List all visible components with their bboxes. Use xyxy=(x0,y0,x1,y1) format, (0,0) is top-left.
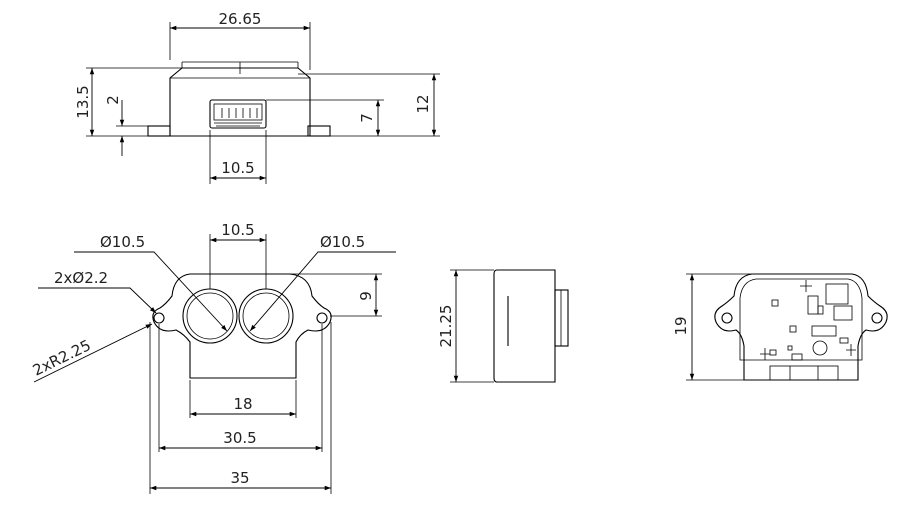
connector-housing xyxy=(209,99,267,129)
dim-lens-right-diameter: Ø10.5 xyxy=(320,233,365,251)
dim-side-height: 21.25 xyxy=(437,305,455,348)
pcb-components xyxy=(760,280,856,361)
lens-right-outer xyxy=(238,288,294,344)
back-view: 19 xyxy=(672,273,888,381)
dim-top-body-height: 12 xyxy=(414,94,432,113)
dim-top-total-height: 13.5 xyxy=(74,85,92,118)
dim-lens-center-height: 9 xyxy=(357,291,375,301)
front-view-outline xyxy=(152,273,332,379)
side-view-body xyxy=(493,269,556,383)
lens-left-outer xyxy=(182,288,238,344)
dim-body-width: 18 xyxy=(233,395,252,413)
top-view: 26.65 13.5 2 7 12 10.5 xyxy=(74,10,440,184)
lens-right-inner xyxy=(242,292,290,340)
mount-hole-left xyxy=(153,312,165,324)
top-view-left-flange xyxy=(147,125,171,137)
dim-lens-spacing: 10.5 xyxy=(221,221,254,239)
dim-top-connector-height: 7 xyxy=(358,113,376,123)
side-view-lens-protrusion xyxy=(554,289,569,347)
dim-top-connector-width: 10.5 xyxy=(221,159,254,177)
back-mount-hole-right xyxy=(871,312,883,324)
top-view-right-flange xyxy=(307,125,331,137)
dim-top-flange-thickness: 2 xyxy=(104,95,122,105)
dim-hole-callout: 2xØ2.2 xyxy=(54,269,108,287)
lens-left-inner xyxy=(186,292,234,340)
back-view-outline xyxy=(714,273,888,381)
dim-top-width: 26.65 xyxy=(219,10,262,28)
front-view: 10.5 Ø10.5 Ø10.5 2xØ2.2 2xR2.25 9 18 30.… xyxy=(30,221,396,494)
connector-pins xyxy=(221,108,258,118)
back-mount-hole-left xyxy=(721,312,733,324)
side-view: 21.25 xyxy=(437,269,569,383)
dim-hole-spacing: 30.5 xyxy=(223,429,256,447)
back-connector-tab xyxy=(769,365,839,381)
mount-hole-right xyxy=(316,312,328,324)
dim-overall-width: 35 xyxy=(230,469,249,487)
dim-lens-left-diameter: Ø10.5 xyxy=(100,233,145,251)
dim-back-height: 19 xyxy=(672,316,690,335)
